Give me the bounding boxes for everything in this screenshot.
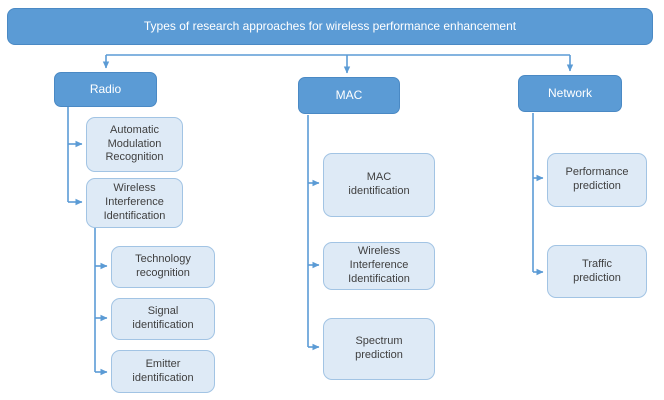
leaf-node-performance-prediction: Performance prediction	[547, 153, 647, 207]
leaf-node-automatic-modulation-recognition: Automatic Modulation Recognition	[86, 117, 183, 172]
branch-node-mac: MAC	[298, 77, 400, 114]
leaf-node-wireless-interference-identification-mac: Wireless Interference Identification	[323, 242, 435, 290]
leaf-node-traffic-prediction: Traffic prediction	[547, 245, 647, 298]
leaf-node-wireless-interference-identification-radio: Wireless Interference Identification	[86, 178, 183, 228]
leaf-node-spectrum-prediction: Spectrum prediction	[323, 318, 435, 380]
branch-node-radio: Radio	[54, 72, 157, 107]
leaf-node-emitter-identification: Emitter identification	[111, 350, 215, 393]
diagram-title: Types of research approaches for wireles…	[7, 8, 653, 45]
branch-node-network: Network	[518, 75, 622, 112]
leaf-node-mac-identification: MAC identification	[323, 153, 435, 217]
leaf-node-technology-recognition: Technology recognition	[111, 246, 215, 288]
leaf-node-signal-identification: Signal identification	[111, 298, 215, 340]
